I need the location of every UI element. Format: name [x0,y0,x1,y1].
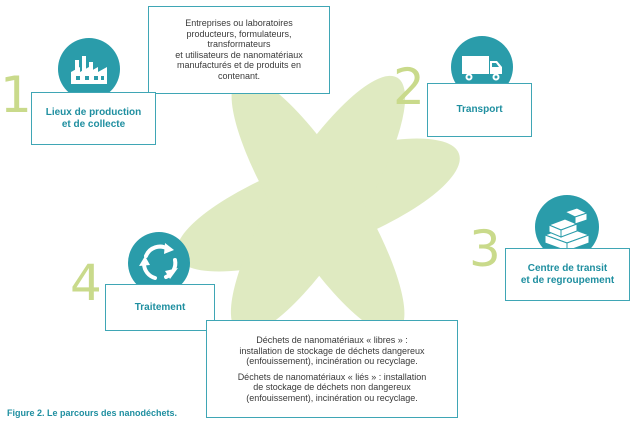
step-1-label-box: Lieux de production et de collecte [31,92,156,145]
step-1-label: Lieux de production et de collecte [45,106,142,130]
waste-bound-text: Déchets de nanomatériaux « liés » : inst… [237,371,427,403]
waste-free-text: Déchets de nanomatériaux « libres » : in… [239,335,425,366]
producers-description-text: Entreprises ou laboratoires producteurs,… [175,18,303,81]
step-2-number: 2 [393,58,425,116]
step-3-number: 3 [469,220,501,278]
step-2-label-box: Transport [427,83,532,137]
producers-description-box: Entreprises ou laboratoires producteurs,… [148,6,330,94]
waste-description-box: Déchets de nanomatériaux « libres » : in… [206,320,458,418]
petal-diagonal-left [231,76,405,334]
factory-icon [58,38,120,100]
recycle-icon [128,232,190,294]
step-4-label-box: Traitement [105,284,215,331]
step-4-number: 4 [70,254,102,312]
step-3-label: Centre de transit et de regroupement [520,262,615,286]
step-1-number: 1 [0,66,32,124]
step-3-label-box: Centre de transit et de regroupement [505,248,630,301]
step-2-label: Transport [456,104,503,115]
figure-caption: Figure 2. Le parcours des nanodéchets. [7,408,178,418]
truck-icon [451,36,513,98]
step-4-label: Traitement [134,301,186,313]
